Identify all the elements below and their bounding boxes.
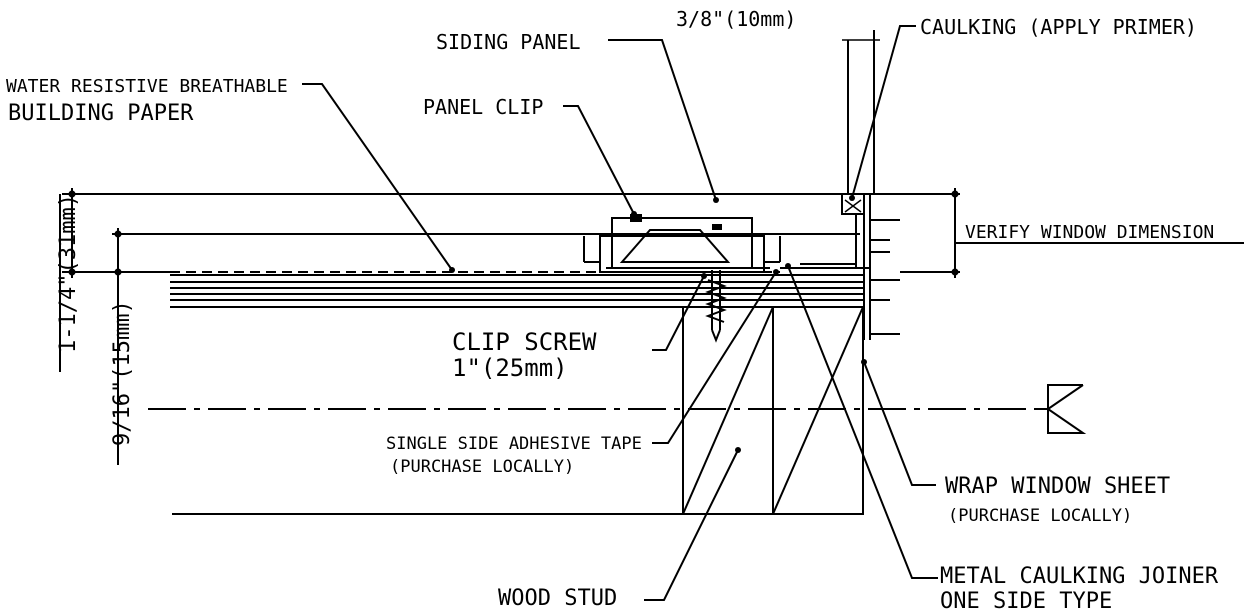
label-verify-window: VERIFY WINDOW DIMENSION bbox=[965, 222, 1214, 243]
sheathing-layers bbox=[170, 271, 865, 308]
label-wrap-2: (PURCHASE LOCALLY) bbox=[948, 506, 1132, 526]
dimension-lines bbox=[59, 188, 860, 465]
label-siding-panel: SIDING PANEL bbox=[436, 30, 581, 54]
label-joiner-1: METAL CAULKING JOINER bbox=[940, 564, 1219, 589]
verify-dimension bbox=[900, 188, 1244, 278]
window-frame-shape bbox=[780, 30, 900, 340]
label-water-resistive-1: WATER RESISTIVE BREATHABLE bbox=[6, 76, 288, 97]
label-clip-screw-2: 1"(25mm) bbox=[452, 354, 568, 382]
section-mark bbox=[1046, 384, 1087, 434]
label-gap-dim: 3/8"(10mm) bbox=[676, 7, 796, 31]
label-joiner-2: ONE SIDE TYPE bbox=[940, 589, 1112, 614]
label-caulking: CAULKING (APPLY PRIMER) bbox=[920, 15, 1197, 39]
label-wood-stud: WOOD STUD bbox=[498, 586, 617, 611]
label-tape-2: (PURCHASE LOCALLY) bbox=[390, 457, 574, 477]
label-tape-1: SINGLE SIDE ADHESIVE TAPE bbox=[386, 434, 642, 454]
leader-lines bbox=[302, 25, 938, 601]
label-dim-31mm: 1-1/4"(31mm) bbox=[56, 194, 81, 353]
label-wrap-1: WRAP WINDOW SHEET bbox=[945, 474, 1170, 499]
panel-clip-shape bbox=[583, 214, 781, 273]
label-water-resistive-2: BUILDING PAPER bbox=[8, 101, 194, 126]
label-panel-clip: PANEL CLIP bbox=[423, 95, 543, 119]
label-clip-screw-1: CLIP SCREW bbox=[452, 328, 597, 356]
wood-stud-shape bbox=[172, 306, 864, 515]
label-dim-15mm: 9/16"(15mm) bbox=[110, 300, 135, 446]
clip-screw-shape bbox=[705, 270, 727, 343]
